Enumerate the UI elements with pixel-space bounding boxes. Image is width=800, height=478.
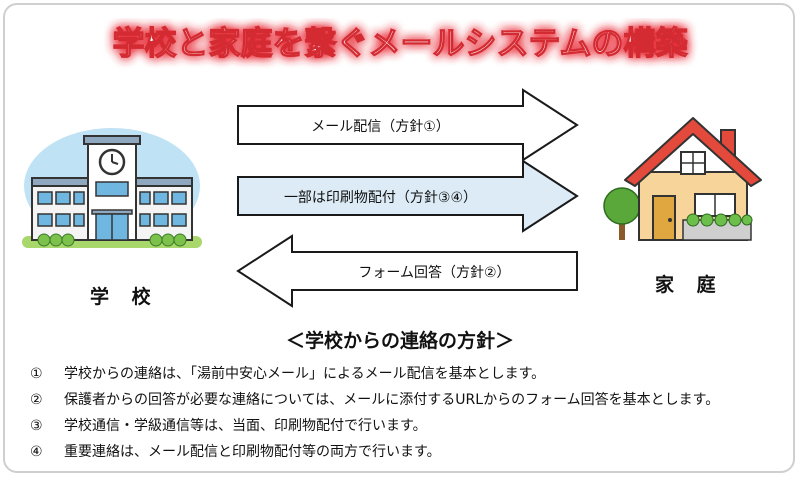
list-item: ② 保護者からの回答が必要な連絡については、メールに添付するURLからのフォーム… bbox=[30, 387, 719, 413]
arrow-form-response bbox=[236, 234, 578, 308]
policy-text: 学校通信・学級通信等は、当面、印刷物配付で行います。 bbox=[64, 418, 427, 434]
policy-number: ① bbox=[30, 366, 43, 382]
home-label: 家 庭 bbox=[655, 274, 724, 296]
policy-text: 重要連絡は、メール配信と印刷物配付等の両方で行います。 bbox=[64, 444, 441, 460]
arrow-label-mail: メール配信（方針①） bbox=[311, 119, 450, 135]
list-item: ③ 学校通信・学級通信等は、当面、印刷物配付で行います。 bbox=[30, 413, 719, 439]
policy-text: 学校からの連絡は、「湯前中安心メール」によるメール配信を基本とします。 bbox=[64, 366, 546, 382]
policy-number: ③ bbox=[30, 418, 43, 434]
arrow-print-distribution bbox=[237, 159, 579, 233]
arrow-label-form: フォーム回答（方針②） bbox=[358, 265, 511, 281]
policy-number: ④ bbox=[30, 444, 43, 460]
policy-text: 保護者からの回答が必要な連絡については、メールに添付するURLからのフォーム回答… bbox=[64, 392, 720, 408]
list-item: ④ 重要連絡は、メール配信と印刷物配付等の両方で行います。 bbox=[30, 439, 719, 465]
school-label: 学 校 bbox=[90, 286, 159, 308]
arrow-mail-delivery bbox=[237, 88, 579, 162]
list-item: ① 学校からの連絡は、「湯前中安心メール」によるメール配信を基本とします。 bbox=[30, 361, 719, 387]
policy-heading: ＜学校からの連絡の方針＞ bbox=[285, 330, 514, 352]
page-title: 学校と家庭を繋ぐメールシステムの構築 bbox=[112, 24, 688, 62]
house-icon bbox=[603, 116, 773, 250]
school-building-icon bbox=[22, 126, 202, 258]
policy-list: ① 学校からの連絡は、「湯前中安心メール」によるメール配信を基本とします。 ② … bbox=[30, 361, 719, 465]
policy-number: ② bbox=[30, 392, 43, 408]
arrow-label-print: 一部は印刷物配付（方針③④） bbox=[283, 190, 478, 206]
clock-icon bbox=[98, 148, 126, 176]
title-banner: 学校と家庭を繋ぐメールシステムの構築 bbox=[0, 18, 800, 70]
tree-icon bbox=[603, 187, 641, 240]
